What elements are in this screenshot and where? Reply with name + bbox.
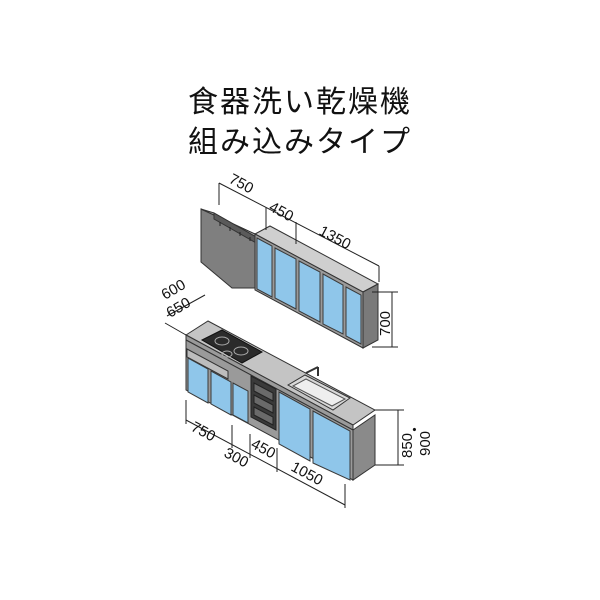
sink <box>286 366 351 411</box>
lower-door-1 <box>187 357 209 404</box>
cooktop <box>200 329 264 364</box>
range-hood <box>200 208 259 289</box>
upper-cabinet <box>253 225 380 349</box>
lower-door-4 <box>278 391 311 462</box>
depth-dimensions: 600 650 <box>159 276 206 336</box>
lower-door-2 <box>210 370 232 416</box>
upper-door-3 <box>298 260 321 323</box>
dim-lower-mid-a: 300 <box>221 445 251 472</box>
dim-lower-height-a: 850 <box>399 433 416 458</box>
title-line-2: 組み込みタイプ <box>188 125 412 160</box>
title-line-1: 食器洗い乾燥機 <box>188 85 412 120</box>
dim-hood-width: 750 <box>226 171 256 198</box>
upper-door-5 <box>345 286 362 345</box>
dim-lower-height-b: 900 <box>417 431 434 456</box>
lower-cabinet <box>185 320 376 481</box>
upper-height-dimension: 700 <box>372 291 398 348</box>
dishwasher <box>250 375 277 431</box>
dim-lower-left: 750 <box>188 419 218 446</box>
upper-door-1 <box>256 237 273 298</box>
lower-height-dimension: 850 ・ 900 <box>375 409 434 466</box>
upper-door-4 <box>322 273 344 335</box>
lower-door-5 <box>312 410 351 481</box>
dim-lower-mid-b: 450 <box>248 436 278 463</box>
lower-door-3 <box>232 382 249 424</box>
dim-cabinet-right: 1350 <box>316 223 353 254</box>
dim-upper-height: 700 <box>377 311 394 336</box>
dim-lower-height-dot: ・ <box>407 422 424 437</box>
upper-door-2 <box>274 247 297 310</box>
